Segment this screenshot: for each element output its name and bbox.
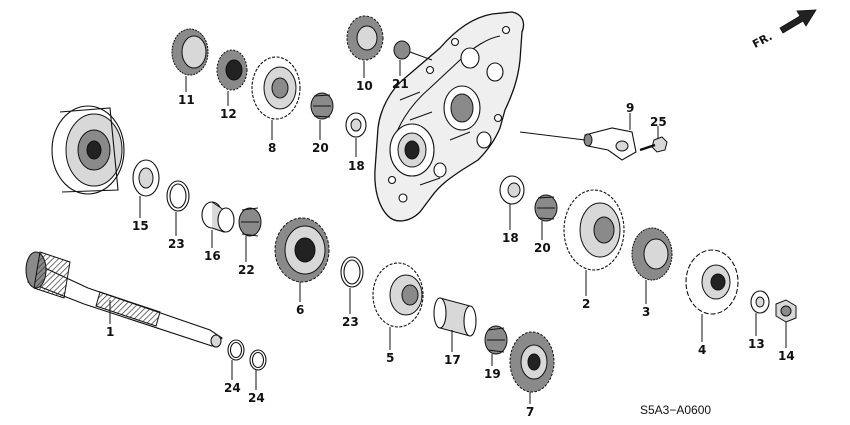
diagram-reference-code: S5A3−A0600 xyxy=(640,403,711,417)
gear-7 xyxy=(509,331,555,393)
part-label-15: 15 xyxy=(132,219,149,233)
part-label-14: 14 xyxy=(778,349,795,363)
part-label-11: 11 xyxy=(178,93,195,107)
flange-bolt xyxy=(639,136,668,153)
synchro-sleeve-11 xyxy=(171,28,209,76)
part-label-12: 12 xyxy=(220,107,237,121)
part-label-5: 5 xyxy=(386,351,394,365)
part-label-10: 10 xyxy=(356,79,373,93)
gear-6 xyxy=(274,217,330,283)
synchro-hub-12 xyxy=(216,49,248,91)
gear-10 xyxy=(346,15,384,61)
part-label-23a: 23 xyxy=(168,237,185,251)
collar-17 xyxy=(433,297,477,337)
part-label-16: 16 xyxy=(204,249,221,263)
leader-lines xyxy=(109,60,787,404)
needle-bearing-22 xyxy=(238,207,262,237)
snap-ring-23a xyxy=(166,180,190,212)
gear-3 xyxy=(631,227,673,281)
mainshaft xyxy=(25,251,223,348)
transmission-housing xyxy=(374,11,525,222)
snap-ring-24a xyxy=(227,339,245,361)
part-label-21: 21 xyxy=(392,77,409,91)
park-gear-4 xyxy=(685,249,739,315)
part-label-2: 2 xyxy=(582,297,590,311)
part-label-22: 22 xyxy=(238,263,255,277)
part-label-20a: 20 xyxy=(312,141,329,155)
part-label-20b: 20 xyxy=(534,241,551,255)
part-label-4: 4 xyxy=(698,343,706,357)
needle-bearing-21 xyxy=(393,40,433,61)
needle-bearing-19 xyxy=(484,325,508,355)
washer-13 xyxy=(750,290,770,314)
part-label-3: 3 xyxy=(642,305,650,319)
part-label-6: 6 xyxy=(296,303,304,317)
needle-bearing-20b xyxy=(534,194,558,222)
direction-label: FR. xyxy=(750,30,774,51)
part-label-1: 1 xyxy=(106,325,114,339)
part-label-9: 9 xyxy=(626,101,634,115)
thrust-washer-18b xyxy=(499,175,525,205)
gear-8 xyxy=(251,56,301,120)
gear-5 xyxy=(372,262,424,328)
thrust-washer-18a xyxy=(345,112,367,138)
front-direction-arrow-icon xyxy=(779,9,817,34)
part-label-17: 17 xyxy=(444,353,461,367)
thrust-washer-15 xyxy=(132,159,160,197)
shift-shaft-bracket xyxy=(519,127,637,161)
part-label-7: 7 xyxy=(526,405,534,419)
gear-2 xyxy=(563,189,625,271)
part-label-19: 19 xyxy=(484,367,501,381)
part-label-8: 8 xyxy=(268,141,276,155)
part-label-24a: 24 xyxy=(224,381,241,395)
part-label-13: 13 xyxy=(748,337,765,351)
part-label-25: 25 xyxy=(650,115,667,129)
snap-ring-23b xyxy=(340,256,364,288)
lock-nut-14 xyxy=(775,299,797,323)
collar-16 xyxy=(201,201,235,233)
part-label-23b: 23 xyxy=(342,315,359,329)
part-label-18b: 18 xyxy=(502,231,519,245)
part-label-24b: 24 xyxy=(248,391,265,405)
snap-ring-24b xyxy=(249,349,267,371)
needle-bearing-20a xyxy=(310,92,334,120)
clutch-drum xyxy=(51,105,125,195)
part-label-18a: 18 xyxy=(348,159,365,173)
